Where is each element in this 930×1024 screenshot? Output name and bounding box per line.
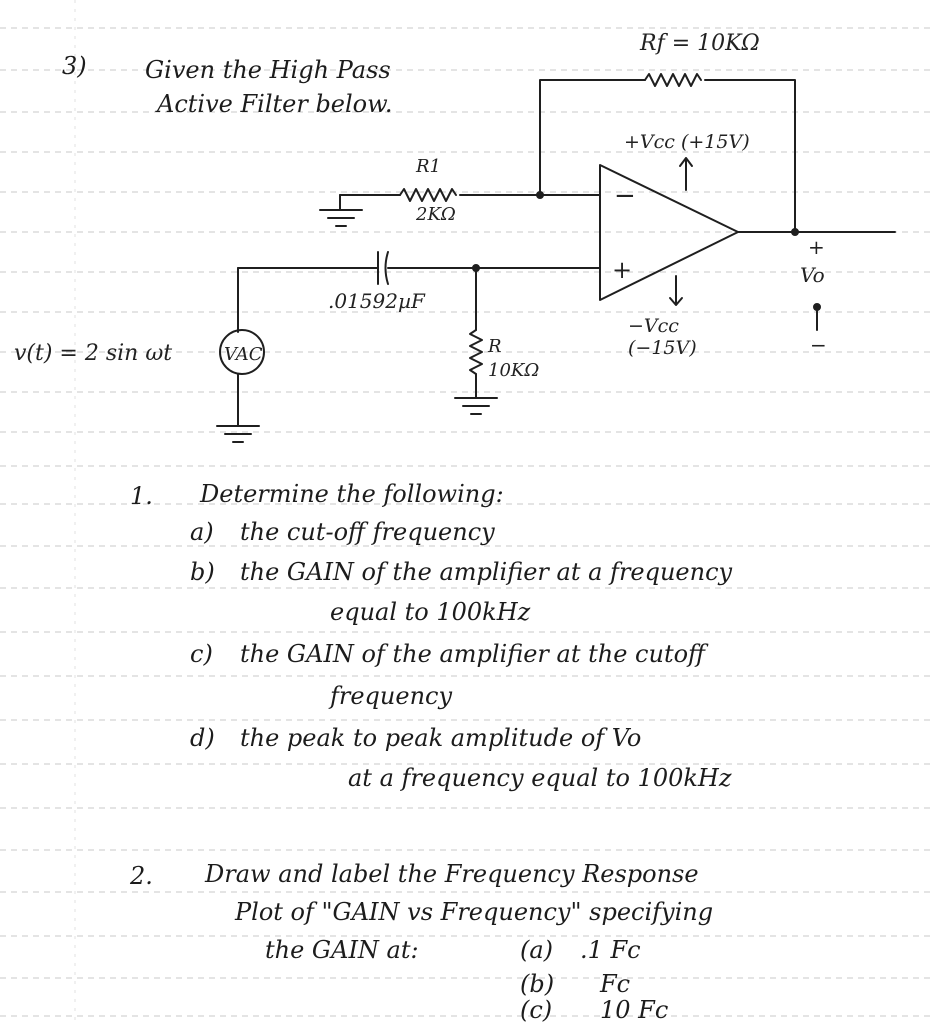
vo-plus-sign: +	[808, 235, 825, 259]
r-resistor	[469, 329, 483, 375]
vo-label: Vo	[800, 263, 825, 287]
vcc-pos-label: +Vcc (+15V)	[624, 131, 750, 153]
rf-resistor	[644, 73, 702, 87]
problem-intro-line1: Given the High Pass	[145, 56, 391, 84]
q1-item-d-cont: at a frequency equal to 100kHz	[348, 764, 732, 792]
vcc-pos-wire	[679, 157, 693, 191]
vac-source	[219, 329, 265, 375]
q2-line3: the GAIN at:	[265, 936, 419, 964]
q2-point-a-text: .1 Fc	[580, 936, 641, 964]
problem-intro-line2: Active Filter below.	[157, 90, 393, 118]
r1-label: R1	[415, 156, 441, 177]
q2-number: 2.	[130, 862, 153, 890]
q1-intro: Determine the following:	[200, 480, 504, 508]
r1-resistor	[399, 188, 457, 202]
q2-line2: Plot of "GAIN vs Frequency" specifying	[235, 898, 714, 926]
q1-number: 1.	[130, 482, 153, 510]
ground-symbol-source	[216, 425, 260, 443]
capacitor	[377, 251, 389, 285]
q1-item-c-cont: frequency	[330, 682, 453, 710]
feedback-wire-right	[704, 79, 796, 233]
q1-item-a-text: the cut-off frequency	[240, 518, 495, 546]
q2-point-c-tag: (c)	[520, 996, 553, 1024]
opamp-minus-sign: −	[614, 181, 636, 211]
q2-point-a-tag: (a)	[520, 936, 554, 964]
ground-symbol-r1	[319, 194, 363, 227]
q1-item-d-text: the peak to peak amplitude of Vo	[240, 724, 642, 752]
r-label: R	[487, 336, 502, 357]
opamp-triangle	[599, 164, 739, 301]
capacitor-value: .01592µF	[328, 289, 426, 313]
q1-item-c-text: the GAIN of the amplifier at the cutoff	[240, 640, 706, 668]
q1-item-c-tag: c)	[190, 640, 213, 668]
q2-point-b-tag: (b)	[520, 970, 555, 998]
source-expression: v(t) = 2 sin ωt	[14, 341, 172, 366]
vcc-neg-label-2: (−15V)	[628, 337, 697, 359]
problem-number: 3)	[62, 52, 87, 80]
rf-label: Rf = 10KΩ	[639, 31, 760, 56]
q1-item-b-text: the GAIN of the amplifier at a frequency	[240, 558, 733, 586]
q2-point-b-text: Fc	[600, 970, 631, 998]
vo-minus-sign: −	[810, 333, 827, 357]
r-value: 10KΩ	[488, 360, 539, 381]
q2-point-c-text: 10 Fc	[600, 996, 669, 1024]
vcc-neg-label-1: −Vcc	[628, 315, 679, 337]
q1-item-b-cont: equal to 100kHz	[330, 598, 531, 626]
vcc-neg-wire	[669, 275, 683, 306]
q2-line1: Draw and label the Frequency Response	[205, 860, 699, 888]
source-label: VAC	[224, 344, 263, 365]
q1-item-b-tag: b)	[190, 558, 215, 586]
feedback-wire	[539, 79, 646, 196]
ground-symbol-r	[454, 397, 498, 415]
q1-item-d-tag: d)	[190, 724, 215, 752]
q1-item-a-tag: a)	[190, 518, 214, 546]
r1-value: 2KΩ	[415, 204, 456, 225]
opamp-plus-sign: +	[612, 256, 632, 284]
